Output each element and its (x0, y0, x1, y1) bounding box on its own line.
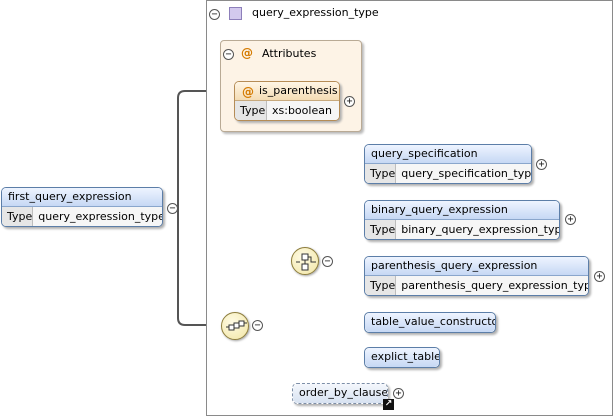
element-type-value: binary_query_expression_type (396, 220, 559, 239)
element-type-value: parenthesis_query_expression_type (396, 276, 588, 295)
root-type-value: query_expression_type (33, 207, 162, 226)
element-type-label: Type (365, 220, 397, 239)
attribute-type-label: Type (235, 101, 267, 120)
root-element-name: first_query_expression (2, 188, 162, 207)
sequence-symbol (226, 320, 247, 331)
element-order-by-clause[interactable]: order_by_clause (292, 383, 388, 404)
expand-attribute-toggle[interactable]: + (344, 96, 355, 107)
element-table-value-constructor[interactable]: table_value_constructor (364, 312, 496, 333)
expand-binary-query-expression-toggle[interactable]: + (565, 214, 576, 225)
root-element-first-query-expression[interactable]: first_query_expression Type query_expres… (1, 187, 163, 227)
attributes-at-icon: @ (241, 46, 253, 60)
element-type-label: Type (365, 164, 397, 183)
attribute-is-parenthesis[interactable]: is_parenthesis Type xs:boolean (234, 81, 340, 121)
collapse-complex-type-toggle[interactable]: − (209, 9, 220, 20)
element-name: explict_table (365, 348, 439, 367)
element-query-specification[interactable]: query_specification Type query_specifica… (364, 144, 532, 184)
element-explict-table[interactable]: explict_table (364, 347, 440, 368)
element-name: parenthesis_query_expression (365, 257, 588, 276)
expand-parenthesis-query-expression-toggle[interactable]: + (594, 271, 605, 282)
root-type-label: Type (2, 207, 34, 226)
reference-arrow-icon: ↗ (383, 399, 394, 410)
collapse-root-toggle[interactable]: − (167, 203, 178, 214)
element-name: order_by_clause (293, 384, 387, 403)
expand-query-specification-toggle[interactable]: + (536, 159, 547, 170)
element-name: binary_query_expression (365, 201, 559, 220)
sequence-compositor-icon[interactable] (221, 312, 249, 340)
attribute-at-icon: @ (242, 85, 254, 99)
attributes-title: Attributes (262, 47, 317, 60)
element-type-value: query_specification_type (396, 164, 531, 183)
element-name: table_value_constructor (365, 313, 495, 332)
collapse-choice-toggle[interactable]: − (322, 256, 333, 267)
choice-compositor-icon[interactable] (291, 247, 319, 275)
complex-type-icon (229, 7, 242, 20)
element-type-label: Type (365, 276, 397, 295)
attribute-type-value: xs:boolean (267, 101, 339, 120)
collapse-sequence-toggle[interactable]: − (252, 320, 263, 331)
element-name: query_specification (365, 145, 531, 164)
choice-symbol (296, 253, 316, 271)
element-parenthesis-query-expression[interactable]: parenthesis_query_expression Type parent… (364, 256, 589, 296)
attribute-name: is_parenthesis (235, 82, 339, 101)
complex-type-name: query_expression_type (252, 6, 379, 19)
expand-order-by-clause-toggle[interactable]: + (393, 388, 404, 399)
collapse-attributes-toggle[interactable]: − (223, 49, 234, 60)
element-binary-query-expression[interactable]: binary_query_expression Type binary_quer… (364, 200, 560, 240)
